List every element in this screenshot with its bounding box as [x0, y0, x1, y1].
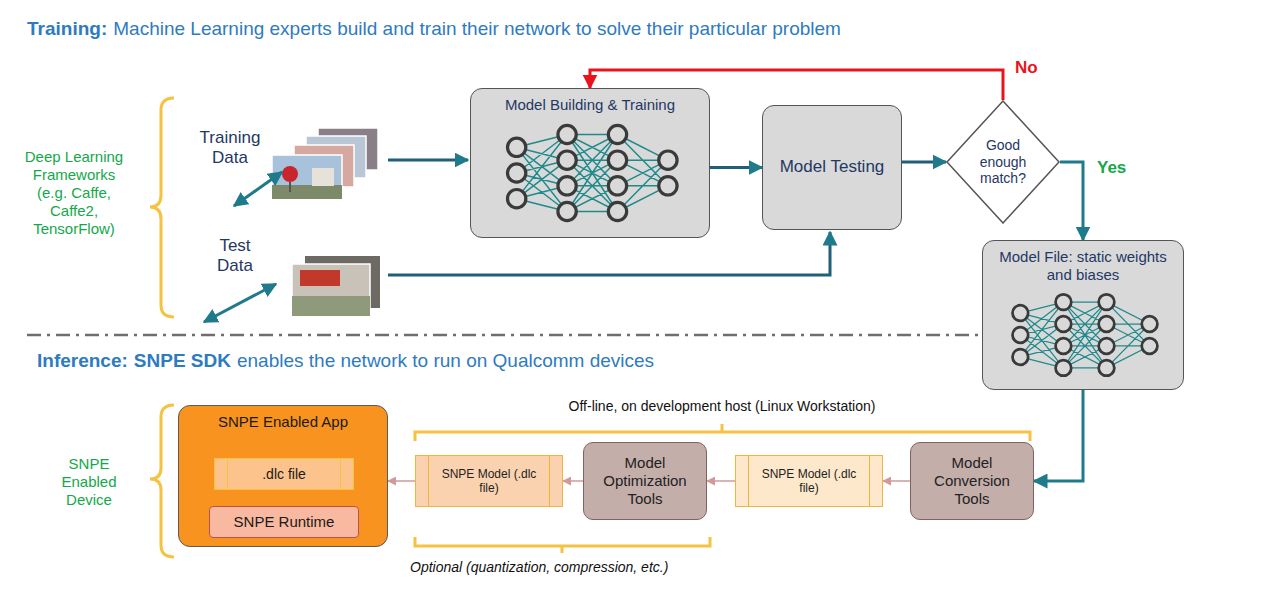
- box-title: Model Testing: [780, 157, 885, 177]
- note-text: Training Data: [190, 128, 270, 169]
- network-icon: [490, 118, 690, 228]
- heading-text: Machine Learning experts build and train…: [113, 18, 841, 40]
- model-file: .dlc file: [214, 458, 354, 490]
- network-icon: [1013, 294, 1158, 375]
- data-arrow: [234, 172, 282, 206]
- connector-arrow: [388, 480, 415, 482]
- inference-bracket: [150, 405, 174, 557]
- heading-text: enables the network to run on Qualcomm d…: [237, 350, 654, 372]
- process-box: Model Building & Training: [470, 88, 710, 238]
- edge-label: No: [1013, 58, 1040, 78]
- model-file: SNPE Model (.dlc file): [735, 455, 883, 507]
- connector-arrow: [883, 480, 910, 482]
- connector-arrow: [710, 166, 762, 169]
- section-heading: Training: Machine Learning experts build …: [27, 18, 847, 40]
- diamond-outline: [947, 101, 1059, 223]
- offline-bracket: [415, 424, 1030, 441]
- optional-bracket: [415, 537, 710, 553]
- data-arrow: [204, 284, 276, 322]
- tool-box: Model Optimization Tools: [583, 442, 707, 520]
- heading-text: SNPE SDK: [134, 350, 231, 372]
- decision-diamond: Good enough match?: [946, 100, 1060, 224]
- note-text: Off-line, on development host (Linux Wor…: [472, 398, 972, 415]
- connector-arrow: [707, 480, 735, 482]
- file-label: SNPE Model (.dlc file): [437, 467, 541, 496]
- file-band: [340, 459, 353, 489]
- training-bracket: [150, 98, 174, 317]
- note-text: Test Data: [200, 236, 270, 277]
- decision-text: Good enough match?: [970, 137, 1036, 187]
- network-icon: [508, 125, 678, 220]
- section-divider: [27, 334, 978, 337]
- file-label: .dlc file: [262, 466, 306, 483]
- training-photos: [272, 128, 378, 199]
- note-text: Deep Learning Frameworks (e.g. Caffe, Ca…: [18, 148, 130, 238]
- data-flow-arrow: [388, 232, 830, 275]
- file-band: [416, 456, 429, 506]
- file-band: [736, 456, 749, 506]
- data-flow-arrow: [388, 159, 468, 162]
- network-icon: [998, 288, 1168, 382]
- edge-label: Yes: [1095, 158, 1128, 178]
- heading-text: Inference:: [37, 350, 128, 372]
- file-band: [215, 459, 228, 489]
- connector-arrow: [1034, 390, 1083, 481]
- box-title: Model Building & Training: [471, 96, 709, 114]
- box-title: SNPE Runtime: [234, 513, 335, 531]
- box-title: Model Optimization Tools: [592, 454, 698, 508]
- file-label: SNPE Model (.dlc file): [757, 467, 861, 496]
- box-title: SNPE Enabled App: [179, 413, 387, 431]
- note-text: Optional (quantization, compression, etc…: [410, 559, 668, 576]
- tool-box: Model Conversion Tools: [910, 442, 1034, 520]
- test-photo: [292, 256, 380, 316]
- connector-arrow: [563, 480, 583, 482]
- connector-arrow: [1060, 162, 1083, 240]
- model-file-box: Model File: static weights and biases: [982, 240, 1184, 390]
- file-band: [549, 456, 562, 506]
- model-file: SNPE Model (.dlc file): [415, 455, 563, 507]
- box-title: Model Conversion Tools: [919, 454, 1025, 508]
- section-heading: Inference: SNPE SDK enables the network to…: [37, 350, 660, 372]
- heading-text: Training:: [27, 18, 107, 40]
- runtime-box: SNPE Runtime: [209, 506, 359, 538]
- file-band: [869, 456, 882, 506]
- box-title: Model File: static weights and biases: [992, 248, 1174, 284]
- process-box: Model Testing: [762, 105, 902, 230]
- app-box: SNPE Enabled App .dlc fileSNPE Runtime: [178, 405, 388, 547]
- connector-arrow: [902, 161, 946, 164]
- note-text: SNPE Enabled Device: [50, 455, 128, 509]
